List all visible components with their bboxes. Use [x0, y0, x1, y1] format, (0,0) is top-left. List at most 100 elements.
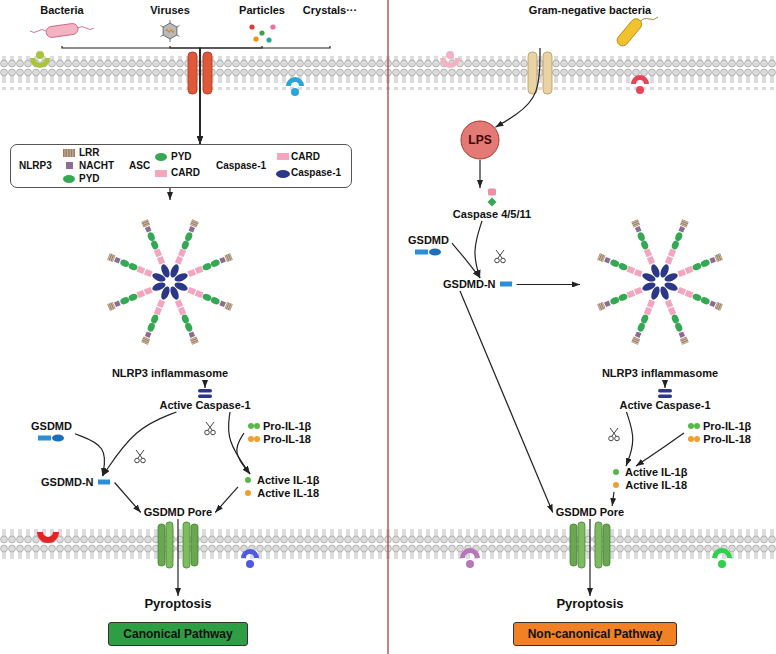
text-line: Active IL-1β [609, 466, 687, 479]
illustration-part [286, 77, 304, 86]
illustration-part [671, 240, 681, 251]
illustration-part [647, 299, 655, 308]
illustration-part [647, 256, 655, 265]
illustration-part [632, 220, 638, 223]
scissors-icon [495, 250, 506, 263]
illustration-part [665, 256, 673, 265]
illustration-part [663, 281, 722, 311]
active-caspase-icon [655, 388, 675, 399]
illustration-part [613, 482, 619, 488]
illustration-part [578, 522, 585, 568]
illustration-part [114, 301, 121, 308]
illustration-part [610, 428, 616, 436]
receptor-red [631, 75, 649, 94]
illustration-part [680, 337, 689, 345]
illustration-part [246, 560, 254, 568]
illustration-part [198, 389, 212, 393]
arrow-connector [62, 46, 200, 144]
illustration-part [487, 198, 496, 207]
illustration-part [597, 253, 656, 283]
illustration-part [187, 269, 196, 277]
illustration-part [37, 532, 59, 543]
illustration-part [709, 301, 716, 308]
illustration-part [188, 52, 197, 94]
illustration-part [65, 149, 66, 157]
label-text: Canonical Pathway [123, 627, 232, 641]
illustration-part [715, 253, 723, 262]
illustration-part [636, 322, 646, 333]
illustration-part [663, 253, 722, 283]
illustration-part [108, 254, 111, 260]
virus-icon [161, 20, 180, 42]
illustration-part [715, 302, 723, 311]
illustration-part [145, 331, 152, 338]
illustration-part [245, 477, 251, 483]
illustration-part [291, 88, 299, 96]
illustration-part [495, 258, 500, 263]
gsdmd-n-icon [498, 280, 514, 288]
illustration-part [440, 58, 460, 68]
pro-cytokines: Pro-IL-1βPro-IL-18 [244, 420, 314, 446]
divider-line [387, 0, 388, 654]
arrow-connector [115, 482, 141, 512]
illustration-part [634, 269, 643, 277]
illustration-part [266, 37, 271, 42]
label-text: Pyroptosis [556, 596, 623, 611]
text-line: Pyroptosis [144, 596, 211, 611]
illustration-part [700, 296, 711, 306]
illustration-part [219, 257, 226, 264]
illustration-part [144, 287, 153, 295]
text-line: Gram-negative bacteria [529, 4, 651, 17]
illustration-part [688, 423, 694, 429]
illustration-part [159, 263, 171, 279]
illustration-part [169, 219, 199, 278]
illustration-part [692, 262, 703, 272]
illustration-part [635, 331, 642, 338]
label-text: Pro-IL-18 [263, 433, 311, 446]
illustration-part [682, 220, 688, 223]
label-text: Crystals··· [303, 4, 357, 17]
label-text: Active IL-18 [625, 479, 687, 492]
illustration-part [659, 285, 689, 344]
illustration-part [543, 52, 552, 94]
illustration-part [709, 257, 716, 264]
illustration-part [609, 296, 620, 306]
illustration-part [38, 435, 51, 440]
illustration-part [128, 262, 139, 272]
label-text: Active IL-18 [257, 487, 319, 500]
label-text: Pro-IL-1β [703, 420, 751, 433]
active-cytokines: Active IL-1βActive IL-18 [606, 466, 690, 492]
illustration-part [151, 281, 167, 293]
illustration-part [107, 253, 166, 283]
illustration-part [78, 27, 94, 30]
text-line: Pro-IL-1β [247, 420, 311, 433]
illustration-part [192, 341, 198, 344]
illustration-part [191, 524, 198, 566]
illustration-part [155, 170, 167, 177]
text-line: LPS [468, 133, 491, 147]
text-line: CARD [171, 167, 200, 179]
arrow-connector [103, 412, 177, 476]
illustration-part [141, 219, 150, 227]
text-line: Pyroptosis [556, 596, 623, 611]
illustration-part [249, 24, 254, 29]
label-text: Active Caspase-1 [159, 399, 250, 412]
label-text: GSDMD Pore [556, 506, 624, 519]
illustration-part [694, 436, 700, 442]
illustration-part [146, 322, 156, 333]
label-text: Caspase 4/5/11 [453, 208, 531, 221]
bacteria-icon [30, 23, 94, 38]
illustration-part [598, 254, 601, 260]
label-text: Caspase-1 [216, 160, 266, 172]
arrow-connector [517, 284, 580, 285]
arrow-connector [475, 221, 482, 278]
illustration-part [640, 314, 650, 325]
text-line: Active IL-18 [241, 487, 319, 500]
illustration-part [202, 262, 213, 272]
label-text: GSDMD [408, 234, 449, 247]
illustration-part [241, 549, 259, 558]
text-line: ASC [129, 160, 150, 172]
illustration-part [500, 282, 512, 287]
